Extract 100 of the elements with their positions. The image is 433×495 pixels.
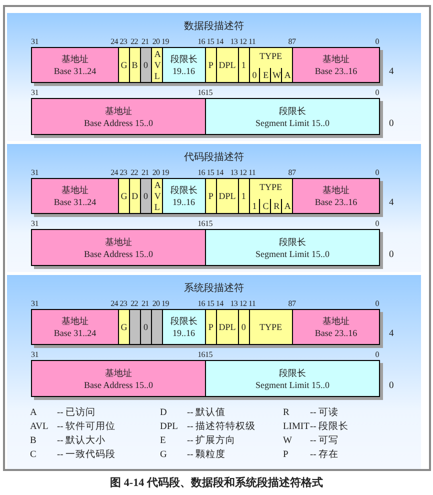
bit-field bbox=[292, 309, 380, 345]
type-bit: R bbox=[270, 199, 282, 213]
reserved-bit-field bbox=[128, 309, 141, 345]
bit-number: 22 bbox=[130, 298, 138, 309]
abbreviation: E bbox=[160, 436, 166, 447]
field-label: 段限长 bbox=[279, 104, 306, 116]
bit-number: 16 bbox=[198, 167, 205, 178]
descriptor-panel bbox=[7, 13, 421, 141]
bit-field bbox=[31, 229, 206, 266]
field-label: Base 23..16 bbox=[314, 327, 358, 339]
bit-number: 0 bbox=[375, 218, 379, 229]
bit-number: 31 bbox=[31, 167, 38, 178]
bit-number: 16 bbox=[198, 87, 205, 98]
bit-number: 31 bbox=[31, 36, 38, 47]
bit-number: 16 bbox=[198, 298, 205, 309]
bit-number: 15 bbox=[205, 87, 212, 98]
field-label: 基地址 bbox=[322, 53, 350, 65]
bit-number: 8 bbox=[288, 36, 292, 47]
byte-offset: 4 bbox=[389, 67, 394, 78]
bit-number: 14 bbox=[216, 298, 224, 309]
bit-number: 23 bbox=[120, 167, 128, 178]
bit-number: 24 bbox=[110, 36, 118, 47]
bit-field: TYPE bbox=[248, 309, 293, 345]
abbreviation-meaning: -- 已访问 bbox=[57, 408, 96, 419]
abbreviation: B bbox=[30, 436, 36, 447]
bit-number: 0 bbox=[375, 349, 379, 360]
abbreviation-meaning: -- 段限长 bbox=[310, 422, 349, 433]
abbreviation-meaning: -- 颗粒度 bbox=[187, 450, 226, 461]
field-label: 基地址 bbox=[322, 315, 350, 327]
field-label: Base 23..16 bbox=[314, 196, 358, 208]
field-label: 19..16 bbox=[172, 327, 195, 339]
type-bit: C bbox=[259, 199, 272, 213]
bit-number: 0 bbox=[375, 298, 379, 309]
bit-number: 21 bbox=[141, 36, 149, 47]
bit-field: 0 bbox=[140, 47, 152, 83]
byte-offset: 4 bbox=[389, 329, 394, 340]
bit-field bbox=[31, 178, 119, 214]
abbreviation-meaning: -- 可读 bbox=[310, 408, 339, 419]
bit-number: 31 bbox=[31, 218, 38, 229]
bit-field bbox=[292, 178, 380, 214]
bit-number: 13 bbox=[230, 298, 238, 309]
caption: 图 4-14 代码段、数据段和系统段描述符格式 bbox=[109, 477, 324, 490]
field-label: 段限长 bbox=[279, 236, 306, 248]
reserved-bit-field bbox=[150, 309, 162, 345]
field-label: 段限长 bbox=[279, 366, 306, 378]
bit-number: 19 bbox=[162, 167, 169, 178]
bit-number: 12 bbox=[239, 298, 247, 309]
bit-number: 0 bbox=[375, 87, 379, 98]
field-label: 基地址 bbox=[322, 184, 350, 196]
type-bit: 1 bbox=[248, 199, 260, 213]
abbreviation: D bbox=[160, 408, 167, 419]
field-label: 基地址 bbox=[62, 315, 88, 327]
abbreviation: DPL bbox=[160, 422, 178, 433]
type-bit: 0 bbox=[248, 68, 260, 82]
bit-field: G bbox=[118, 178, 130, 214]
bit-number: 15 bbox=[205, 218, 212, 229]
field-label: Segment Limit 15..0 bbox=[256, 378, 330, 390]
bit-number: 11 bbox=[248, 167, 256, 178]
bit-field: 1 bbox=[238, 178, 250, 214]
bit-field: P bbox=[205, 47, 217, 83]
field-label: Base 23..16 bbox=[314, 65, 358, 77]
bit-number: 8 bbox=[288, 167, 292, 178]
bit-field: 0 bbox=[140, 309, 152, 345]
field-label: 段限长 bbox=[170, 53, 198, 65]
bit-field bbox=[162, 178, 206, 214]
bit-field: AVL bbox=[150, 47, 162, 83]
bit-field bbox=[205, 98, 380, 135]
abbreviation: C bbox=[30, 450, 36, 461]
bit-field bbox=[205, 229, 380, 266]
bit-number: 23 bbox=[120, 36, 128, 47]
bit-number: 21 bbox=[141, 167, 149, 178]
bit-number: 11 bbox=[248, 298, 256, 309]
byte-offset: 0 bbox=[389, 250, 394, 261]
bit-number: 20 bbox=[152, 36, 160, 47]
bit-field: DPL bbox=[216, 178, 239, 214]
bit-field bbox=[162, 309, 206, 345]
bit-number: 22 bbox=[130, 167, 138, 178]
bit-field bbox=[31, 309, 119, 345]
bit-number: 7 bbox=[292, 36, 296, 47]
field-label: Base 31..24 bbox=[54, 196, 96, 208]
abbreviation-meaning: -- 存在 bbox=[310, 450, 339, 461]
bit-number: 14 bbox=[216, 167, 224, 178]
abbreviation-meaning: -- 默认值 bbox=[187, 408, 226, 419]
bit-field bbox=[248, 47, 293, 83]
bit-number: 24 bbox=[110, 298, 118, 309]
bit-number: 0 bbox=[375, 36, 379, 47]
bit-field: G bbox=[118, 309, 130, 345]
bit-number: 19 bbox=[162, 36, 169, 47]
abbreviation: W bbox=[283, 436, 292, 447]
abbreviation-meaning: -- 扩展方向 bbox=[187, 436, 236, 447]
bit-field: AVL bbox=[150, 178, 162, 214]
bit-number: 31 bbox=[31, 349, 38, 360]
bit-field: P bbox=[205, 309, 217, 345]
bit-number: 12 bbox=[239, 167, 247, 178]
abbreviation-meaning: -- 默认大小 bbox=[57, 436, 106, 447]
bit-field bbox=[205, 360, 380, 397]
field-label: 基地址 bbox=[62, 53, 88, 65]
field-label: Base Address 15..0 bbox=[84, 248, 153, 260]
bit-field: B bbox=[128, 47, 141, 83]
abbreviation-meaning: -- 描述符特权级 bbox=[187, 422, 256, 433]
